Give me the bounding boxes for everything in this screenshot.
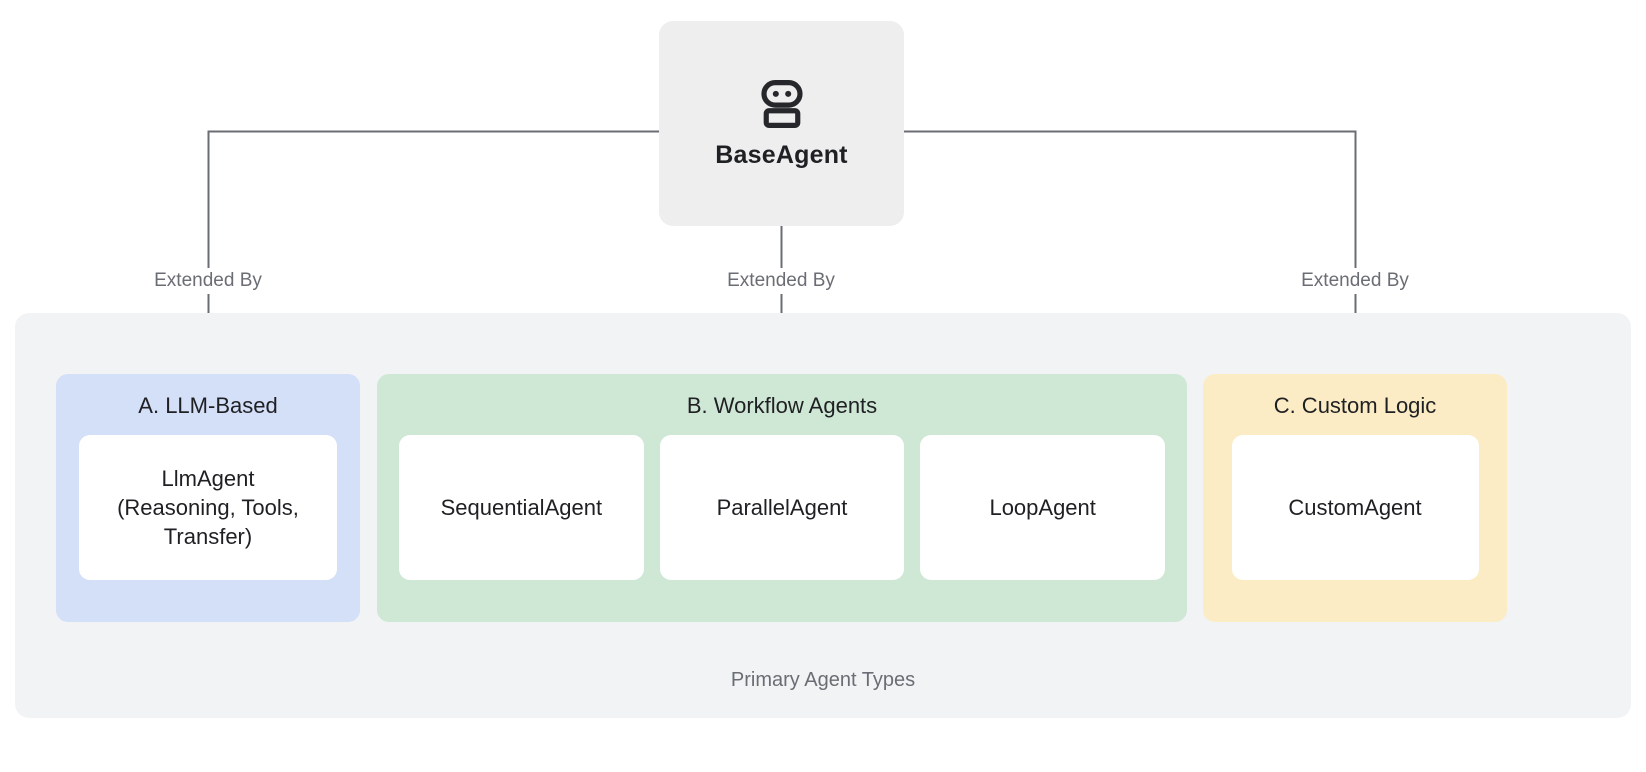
- category-panel-workflow-agents[interactable]: B. Workflow Agents SequentialAgent Paral…: [377, 374, 1187, 622]
- edge-label-workflow: Extended By: [720, 268, 842, 294]
- agent-card-sequential-agent[interactable]: SequentialAgent: [399, 435, 644, 580]
- category-title-custom-logic: C. Custom Logic: [1273, 393, 1437, 418]
- category-body-llm-based: LlmAgent (Reasoning, Tools, Transfer): [56, 435, 360, 580]
- agent-card-custom-agent[interactable]: CustomAgent: [1231, 435, 1479, 580]
- category-body-custom-logic: CustomAgent: [1203, 435, 1507, 580]
- node-base-agent-label: BaseAgent: [715, 141, 848, 169]
- agent-card-parallel-agent[interactable]: ParallelAgent: [659, 435, 905, 580]
- category-body-workflow-agents: SequentialAgent ParallelAgent LoopAgent: [377, 435, 1187, 580]
- category-title-llm-based: A. LLM-Based: [138, 393, 278, 418]
- agent-card-loop-agent[interactable]: LoopAgent: [920, 435, 1166, 580]
- edge-label-llm: Extended By: [147, 268, 269, 294]
- agent-card-llm-agent[interactable]: LlmAgent (Reasoning, Tools, Transfer): [79, 435, 337, 580]
- category-panel-custom-logic[interactable]: C. Custom Logic CustomAgent: [1203, 374, 1507, 622]
- edge-label-custom: Extended By: [1294, 268, 1416, 294]
- robot-icon: [760, 80, 803, 128]
- category-panel-llm-based[interactable]: A. LLM-Based LlmAgent (Reasoning, Tools,…: [56, 374, 360, 622]
- group-caption: Primary Agent Types: [730, 669, 916, 691]
- node-base-agent[interactable]: BaseAgent: [659, 21, 904, 226]
- category-title-workflow-agents: B. Workflow Agents: [686, 393, 878, 418]
